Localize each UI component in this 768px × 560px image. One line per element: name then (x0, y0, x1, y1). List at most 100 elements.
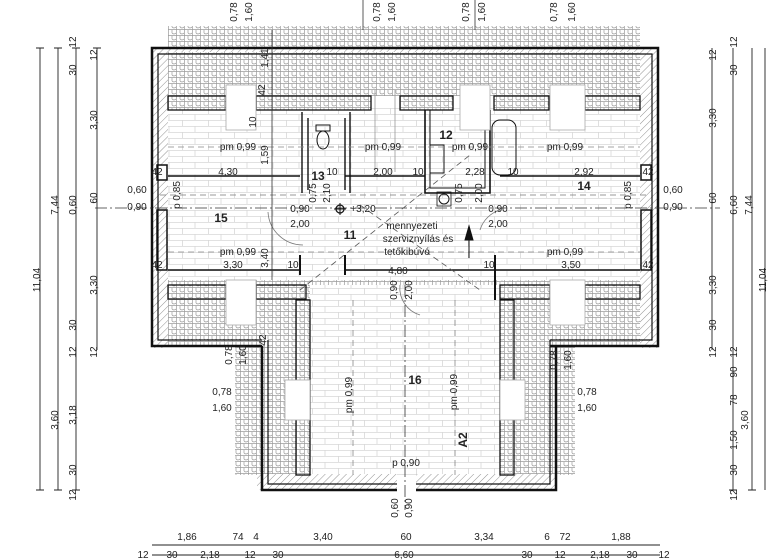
dimension-label: 2,10 (322, 183, 333, 203)
dimension-label: 3,60 (50, 410, 61, 430)
dimension-label: 1,60 (244, 2, 255, 22)
dimension-label: 12 (708, 49, 719, 61)
dimension-label: 30 (708, 319, 719, 331)
dimension-label: 0,90 (290, 204, 310, 215)
ceiling-hatch-note: tetőkibúvó (384, 247, 430, 258)
dimension-label: 1,59 (260, 145, 271, 165)
dimension-label: 6,60 (729, 195, 740, 215)
dimension-label: 0,90 (389, 280, 400, 300)
dimension-label: 6,60 (394, 550, 414, 560)
dimension-label: 2,00 (290, 219, 310, 230)
dimension-label: 1,60 (387, 2, 398, 22)
dimension-label: 1,60 (212, 403, 232, 414)
dimension-label: 10 (412, 167, 424, 178)
dimension-label: 3,30 (89, 110, 100, 130)
dimension-label: 2,00 (474, 183, 485, 203)
dimension-label: 2,00 (488, 219, 508, 230)
interior-walls (168, 90, 640, 316)
dimension-label: 12 (554, 550, 566, 560)
dimension-label: 3,30 (708, 108, 719, 128)
dimension-label: 30 (272, 550, 284, 560)
dimension-label: 12 (729, 489, 740, 501)
dimension-label: 2,92 (574, 167, 594, 178)
room-number: 12 (439, 128, 453, 142)
dimension-label: 1,60 (567, 2, 578, 22)
dimension-label: pm 0,99 (344, 376, 355, 413)
room-number: 15 (214, 211, 228, 225)
dimension-label: 1,86 (177, 532, 197, 543)
ceiling-hatch-note: szerviznyílás és (383, 234, 454, 245)
dimension-label: 0,90 (404, 498, 415, 518)
dimension-label: 3,40 (260, 248, 271, 268)
dimension-label: 6 (544, 532, 550, 543)
dimension-label: 12 (68, 36, 79, 48)
dimension-label: 0,60 (663, 185, 683, 196)
dimension-label: 1,60 (563, 350, 574, 370)
room-number: 13 (311, 169, 325, 183)
dimension-label: 4,80 (388, 266, 408, 277)
dimension-label: 0,78 (461, 2, 472, 22)
roof-openings (225, 84, 586, 421)
dimension-label: 12 (244, 550, 256, 560)
dimension-label: pm 0,99 (547, 142, 584, 153)
dimension-label: 1,88 (611, 532, 631, 543)
dimension-label: 12 (708, 346, 719, 358)
dimension-label: 0,60 (127, 185, 147, 196)
dimension-label: 1,60 (577, 403, 597, 414)
room-number: 11 (344, 228, 357, 242)
dimension-label: 30 (68, 464, 79, 476)
dimension-label: 30 (166, 550, 178, 560)
dimension-label: 12 (68, 346, 79, 358)
dimension-label: 3,50 (561, 260, 581, 271)
dimension-label: 12 (729, 36, 740, 48)
dimension-label: 30 (68, 319, 79, 331)
dimension-label: 12 (729, 346, 740, 358)
dimension-label: 0,60 (68, 195, 79, 215)
dimension-label: pm 0,99 (220, 142, 257, 153)
dimension-label: 3,30 (89, 275, 100, 295)
exterior-walls (150, 46, 660, 492)
dimension-label: 60 (400, 532, 412, 543)
dimension-label: 30 (729, 464, 740, 476)
dimension-label: 0,78 (549, 2, 560, 22)
dimension-label: p 0,85 (172, 181, 183, 209)
dimension-label: 10 (483, 260, 495, 271)
dimension-label: 60 (708, 192, 719, 204)
dimension-label: 0,75 (308, 183, 319, 203)
dimension-label: 3,60 (740, 410, 751, 430)
dimension-label: 3,40 (313, 532, 333, 543)
dimension-label: 0,60 (390, 498, 401, 518)
dimension-label: 30 (521, 550, 533, 560)
dimension-label: pm 0,99 (452, 142, 489, 153)
dimension-label: 4,30 (218, 167, 238, 178)
dimension-label: 1,50 (729, 430, 740, 450)
dimension-label: 2,00 (373, 167, 393, 178)
room-number: 14 (577, 179, 591, 193)
hatch-arrow-icon (464, 224, 474, 258)
dimension-label: p 0,90 (392, 458, 420, 469)
dimension-label: 12 (89, 346, 100, 358)
dimension-label: 10 (507, 167, 519, 178)
dimension-label: 10 (248, 116, 259, 128)
dimension-label: 2,18 (590, 550, 610, 560)
section-marker: A2 (456, 432, 470, 448)
dimension-label: 30 (68, 64, 79, 76)
dimension-label: 3,34 (474, 532, 494, 543)
dimension-label: 1,41 (260, 48, 271, 68)
dimension-label: 1,60 (477, 2, 488, 22)
dimension-label: 0,90 (127, 202, 147, 213)
dimension-label: 42 (258, 334, 269, 346)
dimension-label: 74 (232, 532, 244, 543)
dimension-label: 2,18 (200, 550, 220, 560)
dimension-label: 4 (253, 532, 259, 543)
dimension-label: 0,78 (549, 350, 560, 370)
dimension-label: 42 (151, 167, 163, 178)
dimension-label: 1,60 (238, 345, 249, 365)
dimension-label: 0,78 (229, 2, 240, 22)
room-number: 16 (408, 373, 422, 387)
dimension-label: pm 0,99 (547, 247, 584, 258)
dimension-label: 0,78 (224, 345, 235, 365)
dimension-label: 12 (89, 49, 100, 61)
